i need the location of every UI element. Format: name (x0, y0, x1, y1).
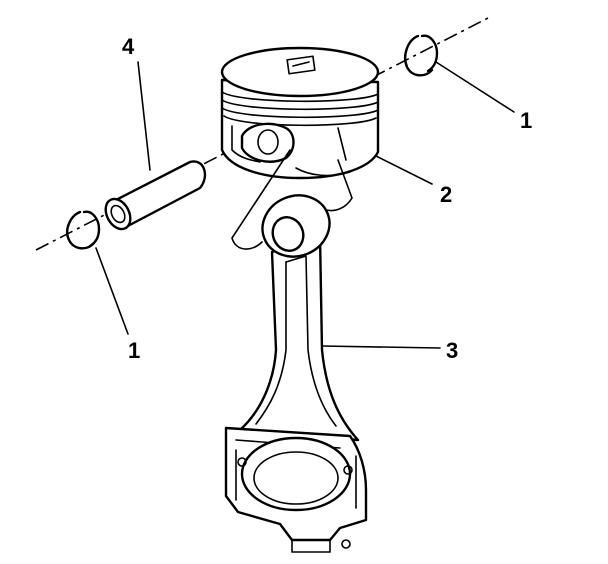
callout-retainer-left: 1 (128, 338, 140, 363)
leader-retainer-left (95, 247, 129, 335)
leader-retainer-top (435, 61, 515, 113)
leader-piston-pin (137, 61, 151, 171)
callout-connecting-rod: 3 (446, 338, 458, 363)
callout-piston: 2 (440, 182, 452, 207)
connecting-rod (224, 194, 368, 553)
retainer-clip-left (66, 210, 101, 250)
piston-pin (104, 160, 207, 231)
callout-piston-pin: 4 (122, 34, 135, 59)
callout-retainer-top: 1 (520, 108, 532, 133)
leader-piston (375, 155, 433, 185)
retainer-clip-top (404, 34, 439, 77)
piston-crown-mark (286, 55, 316, 75)
leader-connecting-rod (321, 345, 441, 349)
piston (220, 46, 380, 250)
leader-lines (95, 61, 515, 349)
